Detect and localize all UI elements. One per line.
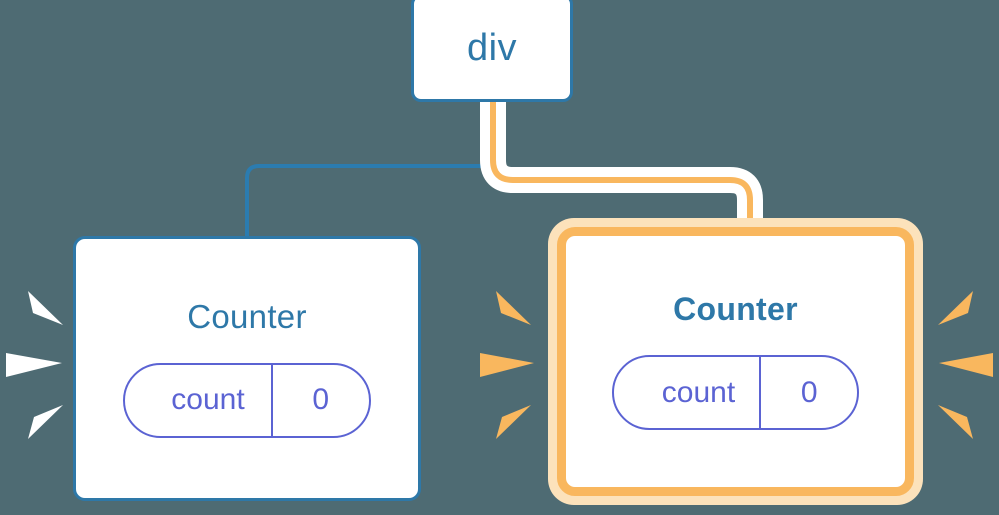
counter-right-state-value: 0 xyxy=(759,357,857,428)
counter-right-card[interactable]: Counter count 0 xyxy=(548,218,923,505)
rays-left-counter-right xyxy=(480,291,534,439)
counter-left-body: Counter count 0 xyxy=(76,239,418,498)
ray-icon xyxy=(938,291,973,325)
ray-icon xyxy=(28,291,63,325)
counter-right-frame: Counter count 0 xyxy=(557,227,914,496)
counter-left-state-value: 0 xyxy=(270,364,369,436)
ray-icon xyxy=(28,405,63,439)
ray-icon xyxy=(496,291,531,325)
counter-right-state-pill[interactable]: count 0 xyxy=(611,355,860,430)
counter-left-card[interactable]: Counter count 0 xyxy=(73,236,421,501)
rays-right-counter-right xyxy=(938,291,993,439)
div-node[interactable]: div xyxy=(411,0,573,102)
counter-left-state-key: count xyxy=(171,383,245,416)
ray-icon xyxy=(496,405,531,439)
ray-icon xyxy=(6,353,62,377)
edge-div-to-counter-right xyxy=(490,102,753,250)
counter-right-body: Counter count 0 xyxy=(566,236,905,487)
edge-div-to-counter-left xyxy=(245,100,495,242)
ray-icon xyxy=(938,405,973,439)
ray-icon xyxy=(939,353,993,377)
counter-right-state-key: count xyxy=(661,375,736,409)
counter-left-title: Counter xyxy=(187,297,307,335)
ray-icon xyxy=(480,353,534,377)
rays-left-counter-left xyxy=(6,291,63,439)
div-node-label: div xyxy=(466,27,518,69)
counter-left-state-pill[interactable]: count 0 xyxy=(123,362,371,438)
counter-right-title: Counter xyxy=(673,291,798,327)
